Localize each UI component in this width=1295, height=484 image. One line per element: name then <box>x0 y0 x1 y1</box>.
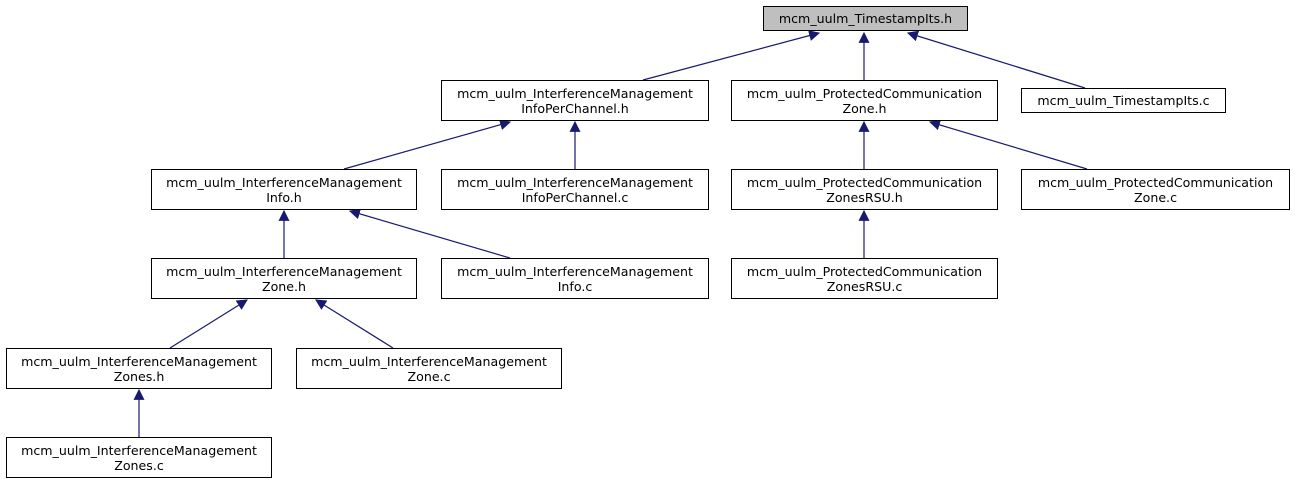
graph-node-label-line: mcm_uulm_ProtectedCommunication <box>1037 174 1274 190</box>
edge-pcz_c-to-pcz_h <box>928 119 1088 170</box>
graph-node-label-line: mcm_uulm_InterferenceManagement <box>21 353 257 369</box>
graph-node-label-line: mcm_uulm_TimestampIts.c <box>1037 93 1210 108</box>
graph-node-label-line: Zone.h <box>842 100 887 116</box>
graph-node-ts-c[interactable]: mcm_uulm_TimestampIts.c <box>1021 88 1226 113</box>
graph-node-label-line: Zones.c <box>114 457 164 473</box>
graph-node-label-line: mcm_uulm_InterferenceManagement <box>311 353 547 369</box>
graph-node-label-line: mcm_uulm_ProtectedCommunication <box>746 85 983 101</box>
edge-imzs_h-to-imz_h <box>169 299 248 349</box>
graph-node-label-line: mcm_uulm_InterferenceManagement <box>21 442 257 458</box>
graph-node-label-line: Zones.h <box>113 368 165 384</box>
graph-node-label-line: mcm_uulm_InterferenceManagement <box>166 174 402 190</box>
graph-node-label-line: Zone.c <box>407 368 451 384</box>
edge-imz_c-to-imz_h <box>315 299 394 349</box>
graph-node-label-line: mcm_uulm_InterferenceManagement <box>166 263 402 279</box>
graph-node-label-line: Zone.c <box>1134 189 1177 205</box>
graph-node-label-line: InfoPerChannel.c <box>521 189 629 205</box>
edge-imi_c-to-imi_h <box>348 208 511 259</box>
graph-node-label-line: mcm_uulm_InterferenceManagement <box>457 263 693 279</box>
graph-node-label-line: mcm_uulm_ProtectedCommunication <box>746 263 983 279</box>
edge-imipc_h-to-root <box>642 30 821 81</box>
graph-node-label-line: Info.h <box>266 189 302 205</box>
graph-node-label-line: ZonesRSU.h <box>826 189 903 205</box>
graph-root-node: mcm_uulm_TimestampIts.h <box>763 6 968 31</box>
graph-node-label-line: mcm_uulm_InterferenceManagement <box>457 174 693 190</box>
graph-node-label-line: mcm_uulm_InterferenceManagement <box>457 85 693 101</box>
graph-node-label-line: InfoPerChannel.h <box>521 100 629 116</box>
edge-imi_h-to-imipc_h <box>343 119 512 170</box>
graph-node-label-line: Zone.h <box>261 278 307 294</box>
edge-ts_c-to-root <box>906 30 1086 89</box>
graph-node-label-line: mcm_uulm_ProtectedCommunication <box>746 174 983 190</box>
graph-node-label-line: ZonesRSU.c <box>826 278 903 294</box>
graph-node-label-line: mcm_uulm_TimestampIts.h <box>778 11 953 26</box>
graph-node-label-line: Info.c <box>557 278 593 294</box>
